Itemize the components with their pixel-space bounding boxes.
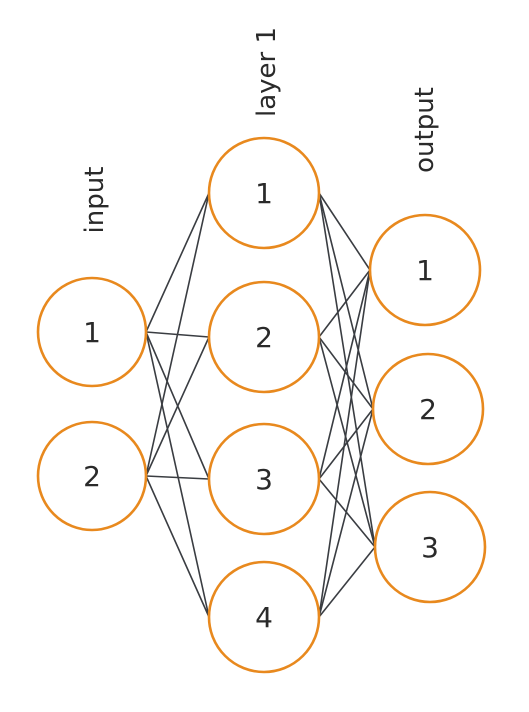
output-node-1-label: 1 — [416, 254, 434, 287]
edge-input2-hidden1 — [145, 192, 210, 477]
hidden-node-2-label: 2 — [255, 321, 273, 354]
layer-hidden: layer 1 1 2 3 4 — [207, 27, 321, 674]
edge-hidden3-output3 — [318, 478, 376, 548]
edge-hidden4-output2 — [318, 408, 374, 618]
output-node-3-label: 3 — [421, 531, 439, 564]
edge-input2-hidden4 — [145, 475, 210, 618]
edge-hidden3-output1 — [318, 269, 371, 480]
layer-title-output: output — [410, 87, 440, 173]
hidden-node-4: 4 — [207, 560, 321, 674]
input-node-2: 2 — [36, 420, 148, 532]
connections — [145, 192, 376, 618]
input-node-2-label: 2 — [83, 460, 101, 493]
edge-hidden3-output2 — [318, 408, 374, 480]
hidden-node-1-label: 1 — [255, 177, 273, 210]
input-node-1-label: 1 — [83, 316, 101, 349]
hidden-node-2: 2 — [207, 280, 321, 394]
hidden-node-3-label: 3 — [255, 463, 273, 496]
layer-title-layer-1: layer 1 — [252, 27, 282, 117]
input-node-1: 1 — [36, 276, 148, 388]
layer-title-input: input — [80, 167, 110, 234]
hidden-node-3: 3 — [207, 422, 321, 536]
edge-hidden2-output2 — [318, 336, 374, 410]
edge-hidden4-output1 — [318, 269, 371, 618]
edge-input1-hidden1 — [145, 192, 210, 333]
output-node-2: 2 — [371, 352, 485, 466]
layer-input: input 1 2 — [36, 167, 148, 532]
edge-hidden1-output1 — [318, 192, 371, 271]
output-node-1: 1 — [368, 213, 482, 327]
edge-input2-hidden2 — [145, 336, 210, 477]
edge-hidden2-output1 — [318, 269, 371, 338]
edge-hidden4-output3 — [318, 546, 376, 618]
hidden-node-1: 1 — [207, 136, 321, 250]
edge-hidden1-output3 — [318, 192, 376, 548]
edge-input2-hidden3 — [145, 475, 210, 480]
output-node-3: 3 — [373, 490, 487, 604]
output-node-2-label: 2 — [419, 393, 437, 426]
edge-input1-hidden4 — [145, 331, 210, 618]
layer-output: output 1 2 3 — [368, 87, 487, 604]
hidden-node-4-label: 4 — [255, 601, 273, 634]
